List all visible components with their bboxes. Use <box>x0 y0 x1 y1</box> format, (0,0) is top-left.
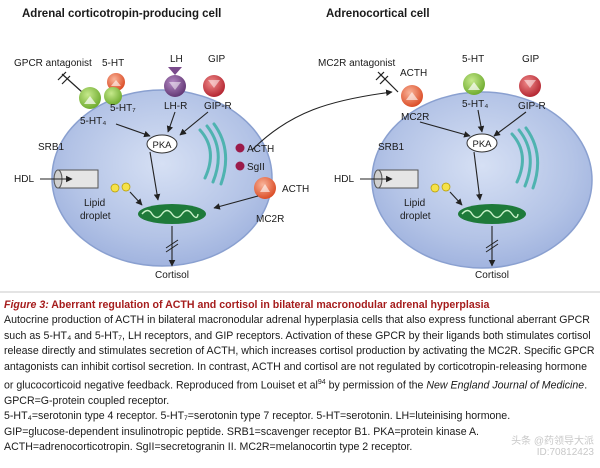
cortisol-block-marker <box>165 239 179 253</box>
sgii-label: SgII <box>247 162 265 173</box>
caption-reference: 94 <box>317 379 326 387</box>
pka-label: PKA <box>152 140 172 151</box>
figure-caption: Figure 3: Aberrant regulation of ACTH an… <box>4 298 598 456</box>
right-gip-receptor-icon <box>519 75 541 97</box>
caption-para1-tail: by permission of the <box>325 379 427 392</box>
caption-journal: New England Journal of Medicine <box>426 379 585 392</box>
left-panel-title: Adrenal corticotropin-producing cell <box>22 8 221 20</box>
right-droplet-label: droplet <box>400 211 431 222</box>
acth-granule-icon <box>235 143 245 153</box>
right-srb1-channel-icon <box>360 169 419 189</box>
gip-r-label: GIP-R <box>204 101 232 112</box>
caption-title: Figure 3: Aberrant regulation of ACTH an… <box>4 298 598 313</box>
caption-abbrev-3: ACTH=adrenocorticotropin. SgII=secretogr… <box>4 441 413 454</box>
right-hdl-label: HDL <box>334 174 354 185</box>
caption-para2: . GPCR=G-protein coupled receptor. <box>4 379 588 407</box>
left-cell-body <box>51 89 273 267</box>
mc2r-label: MC2R <box>256 214 284 225</box>
right-cell: MC2R antagonist ACTH MC2R 5-HT 5-HT₄ GIP… <box>318 54 593 281</box>
lh-receptor-icon <box>164 75 186 97</box>
droplet-label: droplet <box>80 211 111 222</box>
figure-title: Aberrant regulation of ACTH and cortisol… <box>48 299 490 311</box>
lipid-label: Lipid <box>84 198 105 209</box>
diagram: Adrenal corticotropin-producing cell Adr… <box>0 8 600 293</box>
right-acth-label: ACTH <box>400 68 427 79</box>
srb1-channel-icon <box>40 169 99 189</box>
right-cell-body <box>371 91 593 269</box>
caption-abbrev-2: GIP=glucose-dependent insulinotropic pep… <box>4 425 479 438</box>
figure-label: Figure 3: <box>4 299 49 311</box>
lipid-droplet-icon <box>110 182 131 193</box>
5ht7-receptor-icon <box>104 87 122 105</box>
left-cortisol-label: Cortisol <box>155 270 189 281</box>
5ht-ligand-label: 5-HT <box>102 58 124 69</box>
right-pka-node <box>466 133 498 153</box>
right-mitochondrion-icon <box>458 204 526 224</box>
srb1-label: SRB1 <box>38 142 65 153</box>
mc2r-receptor-icon <box>254 177 276 199</box>
right-5ht4-receptor-icon <box>463 73 485 95</box>
gip-receptor-icon <box>203 75 225 97</box>
5ht4-label: 5-HT₄ <box>80 116 106 127</box>
5ht4-receptor-icon <box>79 87 101 109</box>
right-5ht-label: 5-HT <box>462 54 484 65</box>
left-cell: GPCR antagonist 5-HT 5-HT₇ 5-HT₄ LH <box>14 54 309 281</box>
watermark-line1: 头条 @药领导大派 <box>511 436 594 447</box>
right-mc2r-label: MC2R <box>401 112 429 123</box>
acth-granule-label: ACTH <box>247 144 274 155</box>
caption-body: Autocrine production of ACTH in bilatera… <box>4 313 598 409</box>
right-gip-r-label: GIP-R <box>518 101 546 112</box>
right-cortisol-block-marker <box>485 239 499 253</box>
golgi-icon <box>198 122 228 186</box>
caption-abbrev-1: 5-HT₄=serotonin type 4 receptor. 5-HT₇=s… <box>4 410 511 423</box>
watermark-line2: ID:70812423 <box>536 447 594 458</box>
lh-ligand-icon <box>168 67 182 75</box>
pka-node <box>146 134 178 154</box>
5ht-ligand-icon <box>107 73 125 91</box>
5ht7-label: 5-HT₇ <box>110 103 136 114</box>
right-pka-label: PKA <box>472 139 492 150</box>
mc2r-antagonist-label: MC2R antagonist <box>318 58 395 69</box>
right-cortisol-label: Cortisol <box>475 270 509 281</box>
right-lipid-label: Lipid <box>404 198 425 209</box>
caption-para1: Autocrine production of ACTH in bilatera… <box>4 314 595 392</box>
right-panel-title: Adrenocortical cell <box>326 8 430 20</box>
sgii-granule-icon <box>235 161 245 171</box>
lh-ligand-label: LH <box>170 54 183 65</box>
right-5ht4-label: 5-HT₄ <box>462 99 488 110</box>
right-gip-label: GIP <box>522 54 540 65</box>
gpcr-antagonist-label: GPCR antagonist <box>14 58 92 69</box>
gip-ligand-label: GIP <box>208 54 226 65</box>
hdl-label: HDL <box>14 174 34 185</box>
mc2r-antagonist-block-icon <box>375 71 399 93</box>
right-lipid-droplet-icon <box>430 182 451 193</box>
mitochondrion-icon <box>138 204 206 224</box>
right-golgi-icon <box>510 126 540 190</box>
watermark: 头条 @药领导大派 ID:70812423 <box>511 436 594 458</box>
secreted-acth-label: ACTH <box>282 184 309 195</box>
lh-r-label: LH-R <box>164 101 187 112</box>
right-mc2r-receptor-icon <box>401 85 423 107</box>
right-srb1-label: SRB1 <box>378 142 405 153</box>
antagonist-block-icon <box>57 71 83 93</box>
acth-transfer-arrow <box>251 89 393 151</box>
